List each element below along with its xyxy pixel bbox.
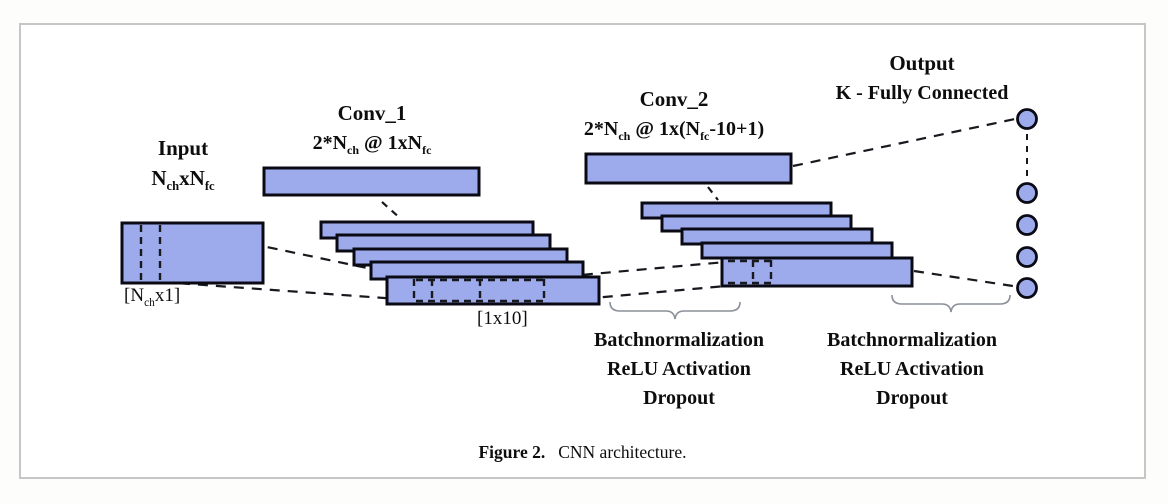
conv1-spec: 2*Nch @ 1xNfc [252, 128, 492, 165]
output-title: Output [889, 51, 955, 75]
output-subtitle: K - Fully Connected [835, 82, 1009, 104]
input-window-part: x1] [154, 285, 181, 306]
underbrace-post-conv1 [609, 301, 741, 320]
conv1-spec-part: @ 1xN [359, 132, 423, 154]
conv1-filter-rect [262, 166, 481, 197]
conv2-label: Conv_2 2*Nch @ 1x(Nfc-10+1) [550, 84, 798, 151]
connection-dash-conv1-to-conv2-bottom [548, 282, 749, 304]
conv1-spec-sub: ch [347, 143, 360, 157]
caption-text: CNN architecture. [558, 442, 687, 462]
conv2-title: Conv_2 [639, 87, 709, 111]
connection-dash-conv1-to-conv2-top [546, 258, 749, 280]
input-dims: NchxNfc [103, 163, 263, 201]
conv1-group [262, 166, 601, 306]
leader-dash-conv1-filter [381, 201, 402, 220]
conv2-spec: 2*Nch @ 1x(Nfc-10+1) [550, 114, 798, 151]
post-conv1-line: Dropout [643, 387, 715, 409]
output-neurons-group [1016, 108, 1038, 299]
conv2-spec-part: -10+1) [709, 118, 765, 140]
post-conv2-line: Batchnormalization [827, 329, 997, 351]
input-dims-part: N [151, 166, 167, 190]
conv2-spec-sub: ch [618, 129, 631, 143]
conv2-spec-part: @ 1x(N [630, 118, 701, 140]
leader-dash-conv2-filter [707, 186, 719, 201]
conv2-spec-part: 2*N [583, 118, 619, 140]
output-neuron [1016, 182, 1038, 204]
output-label: Output K - Fully Connected [798, 48, 1046, 108]
conv2-feature-map [700, 241, 894, 260]
conv1-title: Conv_1 [337, 101, 407, 125]
connection-dash-input-to-conv1-bottom [161, 280, 413, 302]
output-neuron [1016, 277, 1038, 299]
conv2-spec-sub: fc [700, 129, 710, 143]
input-dims-part: xN [179, 166, 205, 190]
conv1-label: Conv_1 2*Nch @ 1xNfc [252, 98, 492, 165]
conv2-group [584, 152, 914, 288]
conv1-spec-sub: fc [422, 143, 432, 157]
input-label: Input NchxNfc [103, 133, 263, 201]
output-neuron [1016, 108, 1038, 130]
input-layer-group [120, 221, 265, 285]
output-neuron [1016, 246, 1038, 268]
caption-label: Figure 2. [478, 442, 546, 462]
conv1-kernel-window [412, 278, 546, 303]
post-conv2-line: Dropout [876, 387, 948, 409]
input-dims-sub: ch [166, 179, 180, 194]
post-conv1-line: ReLU Activation [607, 358, 751, 380]
post-conv1-line: Batchnormalization [594, 329, 764, 351]
underbrace-post-conv2 [891, 294, 1011, 313]
conv1-feature-map-front [385, 275, 601, 306]
post-conv1-ops-label: Batchnormalization ReLU Activation Dropo… [559, 326, 799, 413]
input-layer-rect [120, 221, 265, 285]
connection-dash-conv2-to-output-bottom [913, 269, 1014, 288]
connection-dash-conv2-to-output-top [792, 117, 1016, 168]
post-conv2-ops-label: Batchnormalization ReLU Activation Dropo… [792, 326, 1032, 413]
input-window-part: [N [124, 285, 145, 306]
conv2-feature-map-front [720, 256, 914, 288]
input-title: Input [157, 136, 209, 160]
output-neuron [1016, 214, 1038, 236]
input-dims-sub: fc [204, 179, 215, 194]
post-conv2-line: ReLU Activation [840, 358, 984, 380]
conv2-filter-rect [584, 152, 793, 185]
figure-caption: Figure 2. CNN architecture. [19, 442, 1146, 463]
conv1-kernel-label: [1x10] [477, 308, 528, 329]
conv2-kernel-window [728, 259, 773, 285]
conv1-spec-part: 2*N [312, 132, 348, 154]
input-window-label: [Nchx1] [124, 285, 180, 309]
input-window-sub: ch [144, 296, 155, 309]
